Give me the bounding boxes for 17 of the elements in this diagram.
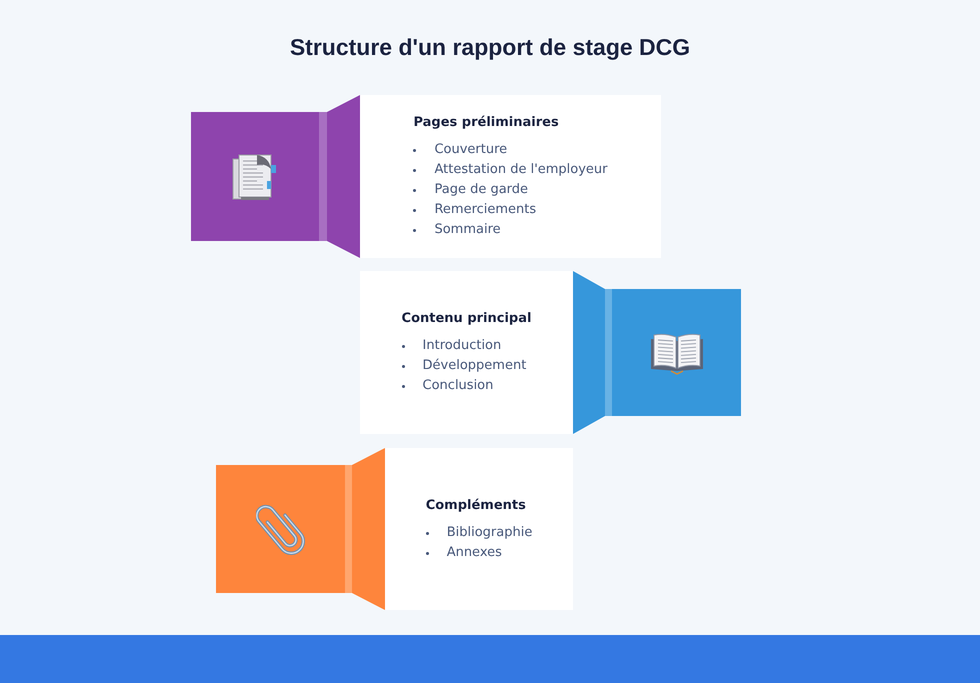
list-item: Page de garde [413,180,608,200]
section-card [360,95,661,258]
list-item: Sommaire [413,220,608,240]
list-item: Conclusion [402,376,532,396]
section-card [360,271,573,434]
section-heading: Contenu principal [402,310,532,328]
list-item: Développement [402,356,532,376]
section-card [385,448,573,610]
list-item: Annexes [426,542,532,562]
section-heading: Compléments [426,496,527,514]
list-item: Bibliographie [426,522,532,542]
section-heading: Pages préliminaires [413,114,560,132]
list-item: Introduction [402,336,532,356]
diagram-title: Structure d'un rapport de stage DCG [290,33,690,62]
list-item: Couverture [413,140,608,160]
list-item: Attestation de l'employeur [413,160,608,180]
list-item: Remerciements [413,200,608,220]
